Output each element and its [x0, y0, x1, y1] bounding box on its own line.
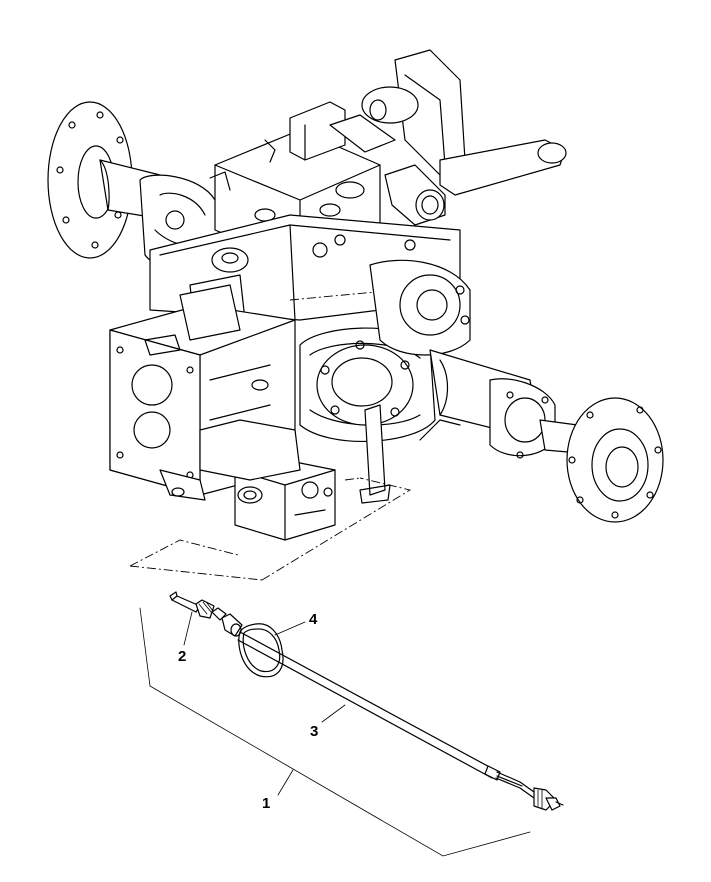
sensor-body	[169, 591, 243, 637]
right-axle-flange	[429, 349, 664, 523]
cable	[237, 631, 535, 799]
leader-4	[274, 621, 306, 636]
leader-2	[183, 611, 193, 646]
leader-lines	[139, 607, 531, 857]
leader-3	[321, 704, 346, 723]
leader-1	[277, 769, 294, 796]
mount-phantom-drop	[344, 477, 361, 481]
transmission-assembly	[47, 49, 664, 541]
callout-3: 3	[310, 723, 318, 740]
o-ring	[238, 623, 284, 678]
speed-sensor-kit	[169, 591, 564, 811]
left-axle-flange	[47, 101, 169, 259]
mount-phantom-outline	[129, 477, 412, 581]
connector	[533, 787, 564, 811]
callout-1: 1	[262, 795, 270, 812]
sensor-mount	[234, 459, 336, 541]
callout-4: 4	[309, 611, 318, 628]
control-valve	[179, 139, 276, 341]
lower-case	[199, 419, 461, 481]
callout-2: 2	[178, 648, 186, 665]
right-final-drive	[299, 259, 471, 504]
lift-arm-mechanism	[329, 49, 567, 226]
kit-bracket	[139, 607, 531, 857]
